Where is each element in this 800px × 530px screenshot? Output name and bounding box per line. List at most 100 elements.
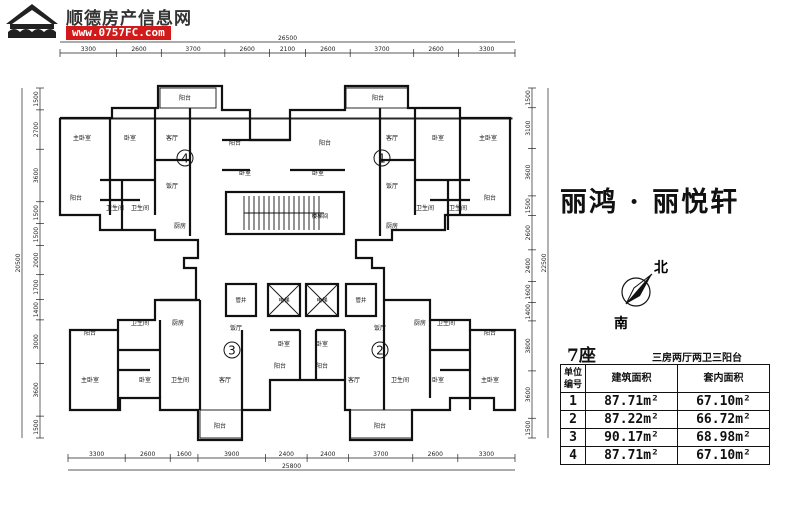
dimension-label: 3700 bbox=[185, 46, 200, 53]
room-label-bathroom: 卫生间 bbox=[416, 204, 434, 212]
room-label-balcony: 阳台 bbox=[316, 362, 328, 370]
elevator-left bbox=[266, 282, 302, 318]
dimension-label: 2600 bbox=[428, 451, 443, 458]
unit-number: 3 bbox=[560, 428, 586, 447]
dimension-label: 2400 bbox=[279, 451, 294, 458]
shaft-left bbox=[224, 282, 258, 318]
room-label-master-bedroom: 主卧室 bbox=[73, 134, 91, 142]
inner-area: 66.72m² bbox=[677, 410, 770, 429]
room-label-bathroom: 卫生间 bbox=[391, 376, 409, 384]
dimension-label: 3700 bbox=[374, 46, 389, 53]
room-label-kitchen: 厨房 bbox=[174, 222, 186, 230]
unit-number-circle bbox=[373, 149, 391, 167]
dimension-label: 3300 bbox=[479, 46, 494, 53]
room-label-bathroom: 卫生间 bbox=[106, 204, 124, 212]
room-label-living-room: 客厅 bbox=[219, 376, 231, 384]
header-unit: 单位 编号 bbox=[560, 364, 586, 393]
room-label-bedroom: 卧室 bbox=[124, 134, 136, 142]
room-label-master-bedroom: 主卧室 bbox=[481, 376, 499, 384]
dimension-label: 3800 bbox=[525, 338, 532, 353]
dimension-label: 1500 bbox=[33, 227, 40, 242]
table-row: 4 87.71m² 67.10m² bbox=[560, 446, 770, 465]
dimension-label: 3600 bbox=[525, 164, 532, 179]
dimension-total-label: 26500 bbox=[278, 35, 297, 42]
dimension-label: 2600 bbox=[320, 46, 335, 53]
room-label-kitchen: 厨房 bbox=[414, 319, 426, 327]
dimension-label: 2700 bbox=[33, 122, 40, 137]
dimension-label: 2600 bbox=[525, 225, 532, 240]
dimension-total-label: 20500 bbox=[15, 253, 22, 272]
room-label-living-room: 客厅 bbox=[386, 134, 398, 142]
outer-wall bbox=[58, 84, 517, 442]
unit-number: 4 bbox=[560, 446, 586, 465]
dimension-label: 3100 bbox=[525, 120, 532, 135]
room-label-bathroom: 卫生间 bbox=[449, 204, 467, 212]
elevator-right bbox=[304, 282, 340, 318]
header-inner-area: 套内面积 bbox=[677, 364, 770, 393]
room-label-balcony: 阳台 bbox=[372, 94, 384, 102]
compass-north-label: 北 bbox=[654, 260, 668, 276]
room-label-master-bedroom: 主卧室 bbox=[81, 376, 99, 384]
dimension-label: 3300 bbox=[479, 451, 494, 458]
dimension-label: 1500 bbox=[33, 205, 40, 220]
room-label-balcony: 阳台 bbox=[84, 329, 96, 337]
room-label-elevator: 电梯 bbox=[278, 296, 290, 304]
room-label-bedroom: 卧室 bbox=[278, 340, 290, 348]
room-label-kitchen: 厨房 bbox=[172, 319, 184, 327]
room-label-living-room: 客厅 bbox=[166, 134, 178, 142]
room-label-bathroom: 卫生间 bbox=[131, 319, 149, 327]
stair-core bbox=[224, 190, 346, 236]
building-seat-label: 7座 bbox=[567, 346, 596, 366]
room-label-shaft: 管井 bbox=[235, 296, 247, 304]
unit-number-4: 4 bbox=[181, 152, 189, 166]
dimension-label: 2100 bbox=[280, 46, 295, 53]
dimension-label: 3700 bbox=[373, 451, 388, 458]
watermark-site-url: www.0757FC.com bbox=[66, 26, 171, 40]
dimension-label: 1400 bbox=[33, 302, 40, 317]
dimension-label: 3000 bbox=[33, 334, 40, 349]
shaft-right bbox=[344, 282, 378, 318]
table-row: 2 87.22m² 66.72m² bbox=[560, 410, 770, 429]
dimension-label: 2400 bbox=[525, 258, 532, 273]
room-label-bedroom: 卧室 bbox=[239, 169, 251, 177]
unit-number-1: 1 bbox=[378, 152, 386, 166]
room-label-kitchen: 厨房 bbox=[386, 222, 398, 230]
dimension-label: 3300 bbox=[81, 46, 96, 53]
room-label-bedroom: 卧室 bbox=[432, 134, 444, 142]
room-label-balcony: 阳台 bbox=[484, 329, 496, 337]
built-area: 87.71m² bbox=[585, 392, 678, 411]
dimension-label: 1600 bbox=[525, 284, 532, 299]
project-title: 丽鸿 · 丽悦轩 bbox=[560, 187, 740, 218]
room-label-living-room: 客厅 bbox=[348, 376, 360, 384]
dimension-label: 1600 bbox=[176, 451, 191, 458]
dimension-label: 3600 bbox=[525, 387, 532, 402]
room-label-balcony: 阳台 bbox=[274, 362, 286, 370]
built-area: 87.22m² bbox=[585, 410, 678, 429]
dimension-total-label: 22500 bbox=[541, 253, 548, 272]
dimension-label: 3600 bbox=[33, 382, 40, 397]
room-label-dining-room: 饭厅 bbox=[230, 324, 242, 332]
room-label-bedroom: 卧室 bbox=[312, 169, 324, 177]
room-label-balcony: 阳台 bbox=[229, 139, 241, 147]
room-label-balcony: 阳台 bbox=[214, 422, 226, 430]
room-label-balcony: 阳台 bbox=[179, 94, 191, 102]
room-label-stair: 楼梯间 bbox=[312, 212, 329, 220]
dimension-label: 3600 bbox=[33, 168, 40, 183]
dimension-total-label: 25800 bbox=[282, 463, 301, 470]
room-label-shaft: 管井 bbox=[355, 296, 367, 304]
watermark-logo: 顺德房产信息网 www.0757FC.com bbox=[2, 2, 192, 42]
room-label-bathroom: 卫生间 bbox=[131, 204, 149, 212]
dimension-label: 1500 bbox=[525, 90, 532, 105]
dimension-label: 2000 bbox=[33, 252, 40, 267]
room-label-bedroom: 卧室 bbox=[316, 340, 328, 348]
unit-number-circle bbox=[371, 341, 389, 359]
room-label-bathroom: 卫生间 bbox=[437, 319, 455, 327]
dimension-label: 2600 bbox=[140, 451, 155, 458]
unit-number: 1 bbox=[560, 392, 586, 411]
inner-area: 67.10m² bbox=[677, 446, 770, 465]
header-built-area: 建筑面积 bbox=[585, 364, 678, 393]
layout-description: 三房两厅两卫三阳台 bbox=[652, 353, 742, 364]
unit-number-circle bbox=[223, 341, 241, 359]
dimension-label: 2600 bbox=[131, 46, 146, 53]
header-unit-text: 单位 编号 bbox=[563, 367, 582, 390]
